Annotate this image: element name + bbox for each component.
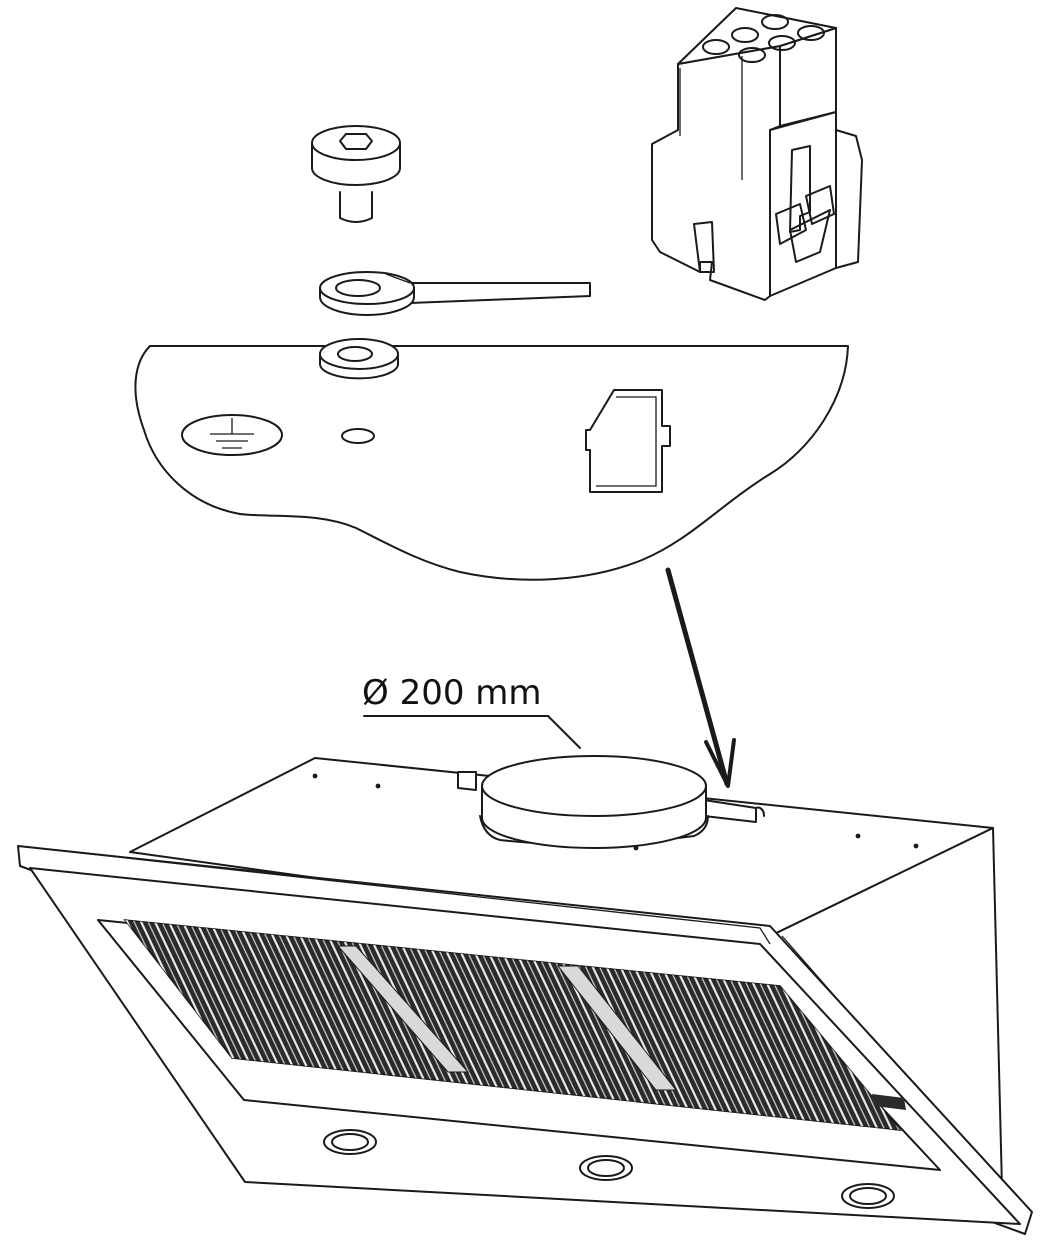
control-button-left	[323, 1129, 377, 1155]
filter-slat	[677, 942, 798, 1130]
filter-slat	[735, 947, 856, 1130]
connector-cutout	[585, 389, 671, 493]
filter-slat	[404, 922, 525, 1130]
filter-slat	[642, 940, 762, 1130]
filter-slat	[598, 937, 719, 1130]
filter-slat	[418, 923, 539, 1130]
filter-slat	[605, 937, 726, 1130]
mounting-screw	[311, 125, 401, 223]
hood-screw-hole	[375, 783, 381, 789]
brand-badge	[872, 1094, 906, 1110]
filter-slat	[685, 943, 805, 1130]
hood-screw-hole	[633, 845, 639, 851]
filter-slat	[411, 922, 532, 1130]
exhaust-duct-collar	[457, 755, 765, 849]
filter-slat	[541, 932, 661, 1130]
filter-slat	[505, 929, 625, 1130]
filter-slat	[656, 941, 776, 1130]
filter-slat	[699, 944, 820, 1130]
filter-slat	[692, 944, 813, 1130]
control-button-center	[579, 1155, 633, 1181]
washer	[319, 338, 399, 380]
filter-slat	[433, 924, 553, 1130]
filter-slat	[570, 934, 690, 1130]
filter-slat	[469, 927, 589, 1130]
filter-slat	[749, 948, 870, 1130]
duct-diameter-label: Ø 200 mm	[362, 673, 542, 713]
filter-slat	[627, 939, 748, 1130]
screw-hole	[341, 428, 375, 444]
ring-terminal-wire	[319, 271, 591, 316]
hood-screw-hole	[312, 773, 318, 779]
filter-slat	[714, 945, 834, 1130]
filter-slat	[649, 940, 769, 1130]
filter-slat	[721, 946, 841, 1130]
hood-screw-hole	[913, 843, 919, 849]
filter-slat	[526, 931, 647, 1130]
control-button-right	[841, 1183, 895, 1209]
mounting-panel	[134, 345, 849, 581]
filter-slat	[476, 927, 597, 1130]
hood-screw-hole	[855, 833, 861, 839]
filter-slat	[483, 928, 604, 1130]
assembly-arrow	[665, 567, 736, 788]
filter-slat	[742, 948, 863, 1130]
filter-slat	[454, 926, 575, 1130]
filter-slat	[728, 947, 848, 1130]
filter-slat	[519, 930, 640, 1130]
filter-slat	[620, 938, 741, 1130]
filter-slat	[706, 945, 827, 1130]
connector-plug	[651, 7, 863, 301]
filter-slat	[397, 921, 517, 1130]
dimension-callout: Ø 200 mm	[362, 673, 581, 749]
filter-slat	[426, 923, 546, 1130]
ground-symbol	[181, 414, 283, 456]
filter-slat	[461, 926, 582, 1130]
filter-slat	[663, 941, 784, 1130]
filter-slat	[498, 929, 618, 1130]
filter-slat	[613, 938, 733, 1130]
cooker-hood	[17, 755, 1033, 1235]
filter-slat	[440, 925, 560, 1130]
filter-slat	[490, 928, 611, 1130]
filter-slat	[757, 949, 877, 1130]
grease-filter	[123, 919, 902, 1131]
filter-slat	[634, 939, 755, 1130]
filter-slat	[512, 930, 632, 1130]
filter-slat	[670, 942, 791, 1130]
filter-slat	[447, 925, 568, 1130]
filter-slat	[533, 931, 654, 1130]
